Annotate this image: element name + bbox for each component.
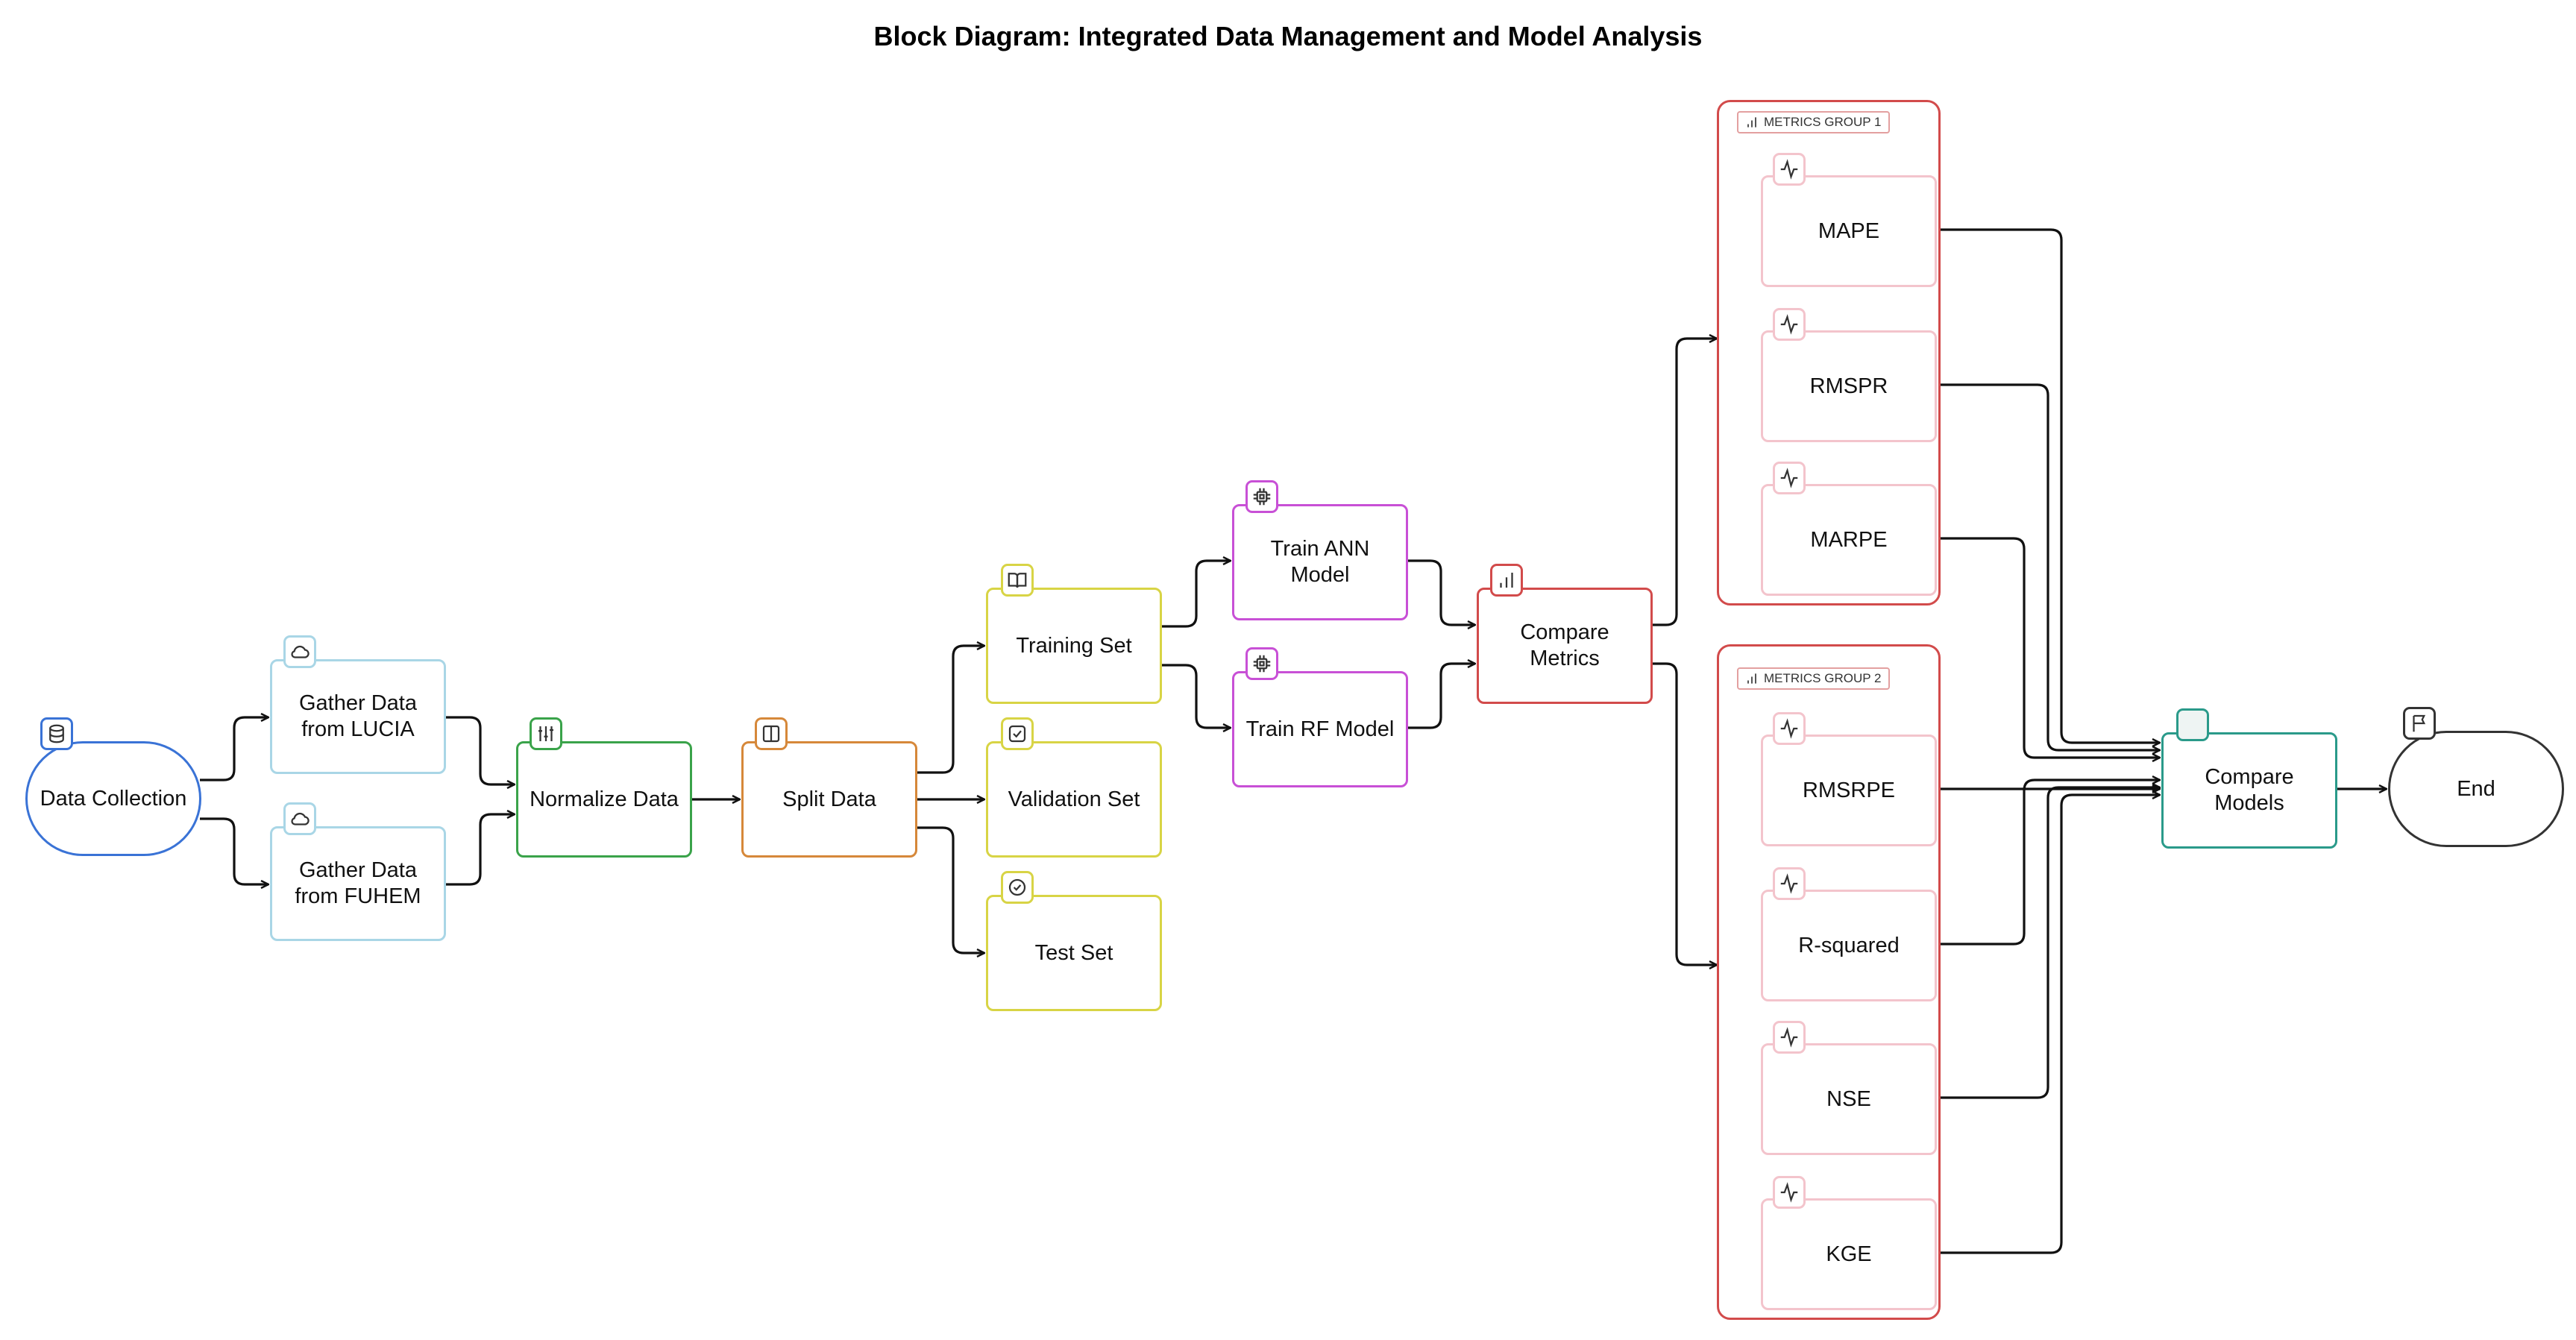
database-icon [40,717,73,750]
sliders-icon [530,717,562,750]
edge-nse-compare [1932,787,2160,1099]
edge-collection-lucia [200,717,268,781]
node-label: Validation Set [1008,787,1140,811]
edge-kge-compare [1932,795,2160,1254]
bar-chart-icon [1490,564,1523,597]
compare-metrics-node[interactable]: Compare Metrics [1477,588,1653,704]
node-label: Split Data [782,787,876,811]
edge-training-rf [1160,664,1231,728]
chip-icon [1245,480,1278,513]
node-label: MARPE [1810,527,1888,552]
cloud-icon [283,635,316,668]
edge-split-training [916,646,984,774]
validation-set-node[interactable]: Validation Set [986,741,1162,858]
metric-nse-node[interactable]: NSE [1761,1043,1937,1155]
node-label: Gather Data from FUHEM [295,858,421,908]
data-collection-node[interactable]: Data Collection [25,741,201,856]
edge-split-test [916,826,984,953]
node-label: RMSPR [1809,374,1888,398]
chip-icon [1245,647,1278,680]
activity-icon [1773,153,1806,186]
metric-rmsrpe-node[interactable]: RMSRPE [1761,735,1937,846]
node-label: RMSRPE [1802,778,1896,802]
edge-rf-metrics [1407,664,1475,729]
activity-icon [1773,1021,1806,1054]
activity-icon [1773,1176,1806,1209]
edge-fuhem-normalize [446,814,515,886]
edge-rmspr-compare [1932,383,2160,750]
edge-rsquared-compare [1932,780,2160,946]
node-label: Training Set [1016,633,1132,658]
test-set-node[interactable]: Test Set [986,895,1162,1011]
node-label: Train ANN Model [1270,537,1370,587]
metric-rmspr-node[interactable]: RMSPR [1761,330,1937,442]
train-rf-node[interactable]: Train RF Model [1232,671,1408,787]
activity-icon [1773,462,1806,494]
metric-mape-node[interactable]: MAPE [1761,175,1937,287]
gather-lucia-node[interactable]: Gather Data from LUCIA [270,659,446,774]
compare-models-node[interactable]: Compare Models [2161,732,2337,849]
node-label: Compare Models [2205,765,2294,815]
metrics-group-label: METRICS GROUP 1 [1737,111,1891,133]
activity-icon [1773,712,1806,745]
metric-rsquared-node[interactable]: R-squared [1761,890,1937,1001]
metric-marpe-node[interactable]: MARPE [1761,484,1937,596]
edge-collection-fuhem [200,817,268,884]
node-label: Train RF Model [1245,717,1395,741]
node-label: Gather Data from LUCIA [299,691,417,741]
gather-fuhem-node[interactable]: Gather Data from FUHEM [270,826,446,941]
checkbox-icon [1001,717,1034,750]
metrics-group-2: METRICS GROUP 2 RMSRPE R-squared NSE KGE [1717,644,1941,1320]
page-title: Block Diagram: Integrated Data Managemen… [873,21,1703,51]
cloud-icon [283,802,316,835]
activity-icon [1773,308,1806,341]
edge-lucia-normalize [446,716,515,784]
metrics-group-title: METRICS GROUP 2 [1764,671,1882,685]
node-label: Compare Metrics [1520,620,1609,670]
node-label: Data Collection [40,786,187,811]
edge-metrics-group2 [1650,662,1717,965]
book-icon [1001,564,1034,597]
flag-icon [2403,707,2436,740]
check-circle-icon [1001,871,1034,904]
node-label: NSE [1826,1086,1871,1111]
train-ann-node[interactable]: Train ANN Model [1232,504,1408,620]
node-label: Test Set [1034,940,1113,965]
training-set-node[interactable]: Training Set [986,588,1162,704]
normalize-data-node[interactable]: Normalize Data [516,741,692,858]
blank-icon [2176,708,2209,741]
metric-kge-node[interactable]: KGE [1761,1198,1937,1310]
metrics-group-1: METRICS GROUP 1 MAPE RMSPR MARPE [1717,100,1941,605]
columns-icon [755,717,788,750]
bar-chart-icon [1747,673,1756,684]
metrics-group-title: METRICS GROUP 1 [1764,115,1882,129]
split-data-node[interactable]: Split Data [741,741,917,858]
node-label: KGE [1826,1242,1872,1266]
metrics-group-label: METRICS GROUP 2 [1737,667,1891,690]
edge-marpe-compare [1932,537,2160,758]
node-label: End [2457,776,2495,801]
activity-icon [1773,867,1806,900]
edge-training-ann [1160,561,1231,628]
end-node[interactable]: End [2388,731,2564,847]
bar-chart-icon [1747,117,1756,128]
node-label: Normalize Data [530,787,679,811]
node-label: MAPE [1818,218,1880,243]
edge-metrics-group1 [1650,339,1717,626]
edge-mape-compare [1932,228,2160,743]
edge-ann-metrics [1407,559,1475,625]
node-label: R-squared [1798,933,1900,957]
